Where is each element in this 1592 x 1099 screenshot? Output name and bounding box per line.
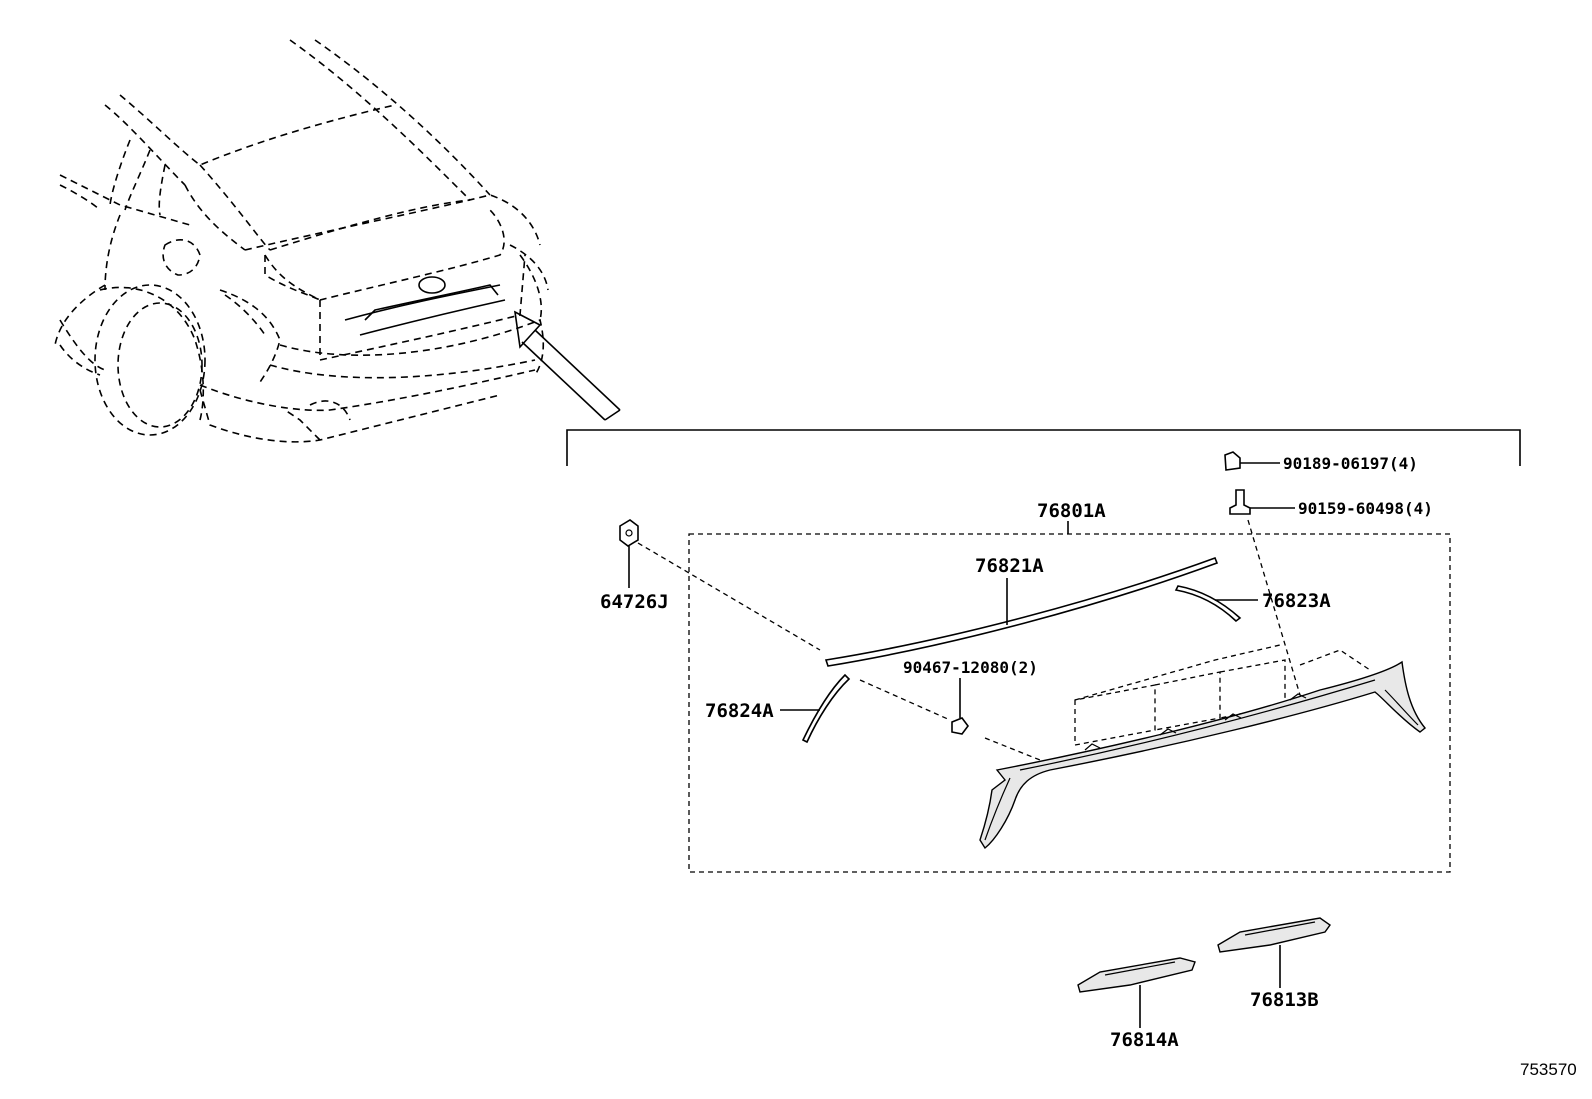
nut-90189-06197 xyxy=(1224,451,1280,471)
clip-64726J xyxy=(619,519,639,588)
garnish-main-76801A xyxy=(979,660,1426,850)
label-90467-12080: 90467-12080(2) xyxy=(903,658,1038,677)
label-76821A: 76821A xyxy=(975,555,1044,577)
label-76824A: 76824A xyxy=(705,700,774,722)
assembly-box-76801A xyxy=(688,521,1451,873)
figure-id: 753570 xyxy=(1520,1060,1577,1079)
label-64726J: 64726J xyxy=(600,591,669,613)
assembly-bracket xyxy=(566,429,1521,466)
label-90159-60498: 90159-60498(4) xyxy=(1298,499,1433,518)
moulding-76824A xyxy=(780,673,851,744)
label-76814A: 76814A xyxy=(1110,1029,1179,1051)
label-76801A: 76801A xyxy=(1037,500,1106,522)
clip-90467-12080 xyxy=(951,678,969,735)
garnish-76814A xyxy=(1077,957,1196,1028)
vehicle-rear-illustration xyxy=(54,39,621,443)
assembly-leader-lines xyxy=(637,519,1371,761)
garnish-76813B xyxy=(1217,917,1331,988)
label-90189-06197: 90189-06197(4) xyxy=(1283,454,1418,473)
label-76813B: 76813B xyxy=(1250,989,1319,1011)
moulding-76823A xyxy=(1174,585,1258,623)
moulding-76821A xyxy=(824,556,1219,667)
screw-90159-60498 xyxy=(1229,489,1295,515)
label-76823A: 76823A xyxy=(1262,590,1331,612)
